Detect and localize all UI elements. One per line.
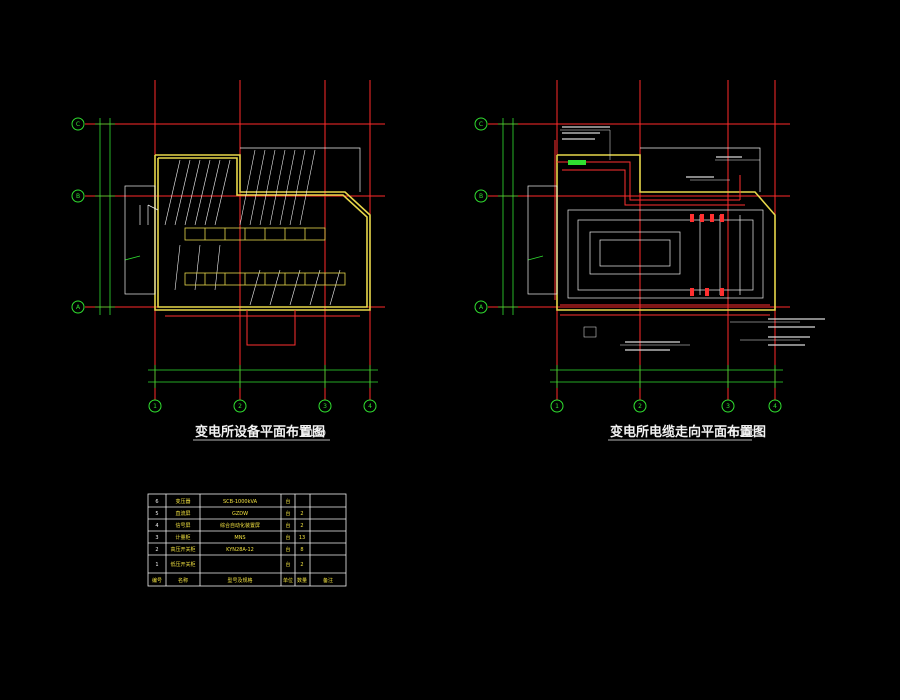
axis-col-label: 3 (323, 403, 327, 410)
cable-runs (554, 140, 770, 316)
table-header-note: 备注 (323, 577, 333, 584)
building-walls (556, 154, 776, 311)
axis-row-label: B (76, 193, 80, 200)
table-cell-qty: 2 (300, 511, 303, 517)
drawing-title: 变电所电缆走向平面布置图 (610, 424, 766, 440)
table-cell-name: 低压开关柜 (170, 561, 195, 568)
table-cell-unit: 台 (285, 561, 290, 568)
equipment-hatching (164, 149, 341, 306)
cable-routing-plan: C B A 1 2 3 4 (474, 80, 825, 441)
table-cell-spec: KYN28A-12 (226, 547, 254, 553)
table-cell-no: 5 (155, 511, 158, 517)
annotation-leaders (560, 129, 800, 346)
annotation-text-blocks (562, 126, 825, 351)
table-cell-unit: 台 (285, 522, 290, 529)
table-cell-no: 2 (155, 547, 158, 553)
axis-col-label: 4 (773, 403, 777, 410)
table-cell-no: 6 (155, 499, 158, 505)
table-cell-unit: 台 (285, 546, 290, 553)
room-outline (124, 147, 361, 295)
axis-col-label: 2 (638, 403, 642, 410)
table-header-name: 名称 (178, 577, 188, 584)
axis-row-label: A (76, 304, 81, 311)
table-cell-qty: 8 (300, 547, 303, 553)
dimension-lines (498, 118, 783, 388)
table-header-unit: 单位 (283, 577, 293, 584)
table-cell-spec: GZDW (232, 511, 248, 517)
table-cell-name: 高压开关柜 (170, 546, 195, 553)
door-symbols (139, 204, 159, 225)
table-header-spec: 型号及规格 (227, 577, 252, 584)
table-grid (147, 493, 347, 587)
table-cell-qty: 2 (300, 562, 303, 568)
table-cell-name: 变压器 (175, 498, 190, 505)
axis-bubbles (474, 117, 782, 413)
table-cell-no: 3 (155, 535, 158, 541)
table-cell-spec: MNS (234, 535, 245, 541)
axis-row-label: A (479, 304, 484, 311)
table-cell-unit: 台 (285, 534, 290, 541)
axis-col-label: 2 (238, 403, 242, 410)
axis-lines-horizontal (488, 123, 790, 308)
table-cell-name: 计量柜 (175, 534, 190, 541)
drawing-scale: 1:100 (300, 429, 326, 439)
cable-marker (568, 160, 586, 165)
table-cell-name: 直流屏 (175, 510, 190, 517)
table-cell-spec: 综合自动化装置屏 (220, 522, 260, 529)
building-walls (154, 154, 371, 311)
axis-col-label: 1 (153, 403, 157, 410)
cable-terminals (690, 214, 724, 296)
table-cell-qty: 2 (300, 523, 303, 529)
drawing-scale: 1:100 (730, 429, 756, 439)
equipment-table: 6 变压器 SCB-1000kVA 台 5 直流屏 GZDW 台 2 4 信号屏… (147, 493, 347, 587)
table-cell-spec: SCB-1000kVA (223, 499, 258, 505)
dimension-lines (95, 118, 378, 388)
axis-bubbles (71, 117, 377, 413)
table-header-no: 编号 (152, 577, 162, 584)
drawing-title: 变电所设备平面布置图 (195, 424, 325, 440)
equipment-layout-plan: C B A 1 2 3 4 (71, 80, 385, 441)
switchgear-cabinets (184, 227, 346, 286)
equipment-outlines (527, 147, 764, 299)
axis-lines-horizontal (85, 123, 385, 308)
table-cell-qty: 13 (299, 535, 305, 541)
table-cell-unit: 台 (285, 498, 290, 505)
table-cell-no: 1 (155, 562, 158, 568)
table-header-qty: 数量 (297, 577, 307, 584)
axis-col-label: 3 (726, 403, 730, 410)
axis-row-label: C (76, 121, 80, 128)
axis-col-label: 4 (368, 403, 372, 410)
table-cell-name: 信号屏 (175, 522, 190, 529)
axis-row-label: B (479, 193, 483, 200)
cable-trench (165, 310, 360, 346)
axis-row-label: C (479, 121, 483, 128)
table-cell-no: 4 (155, 523, 158, 529)
axis-col-label: 1 (555, 403, 559, 410)
table-cell-unit: 台 (285, 510, 290, 517)
